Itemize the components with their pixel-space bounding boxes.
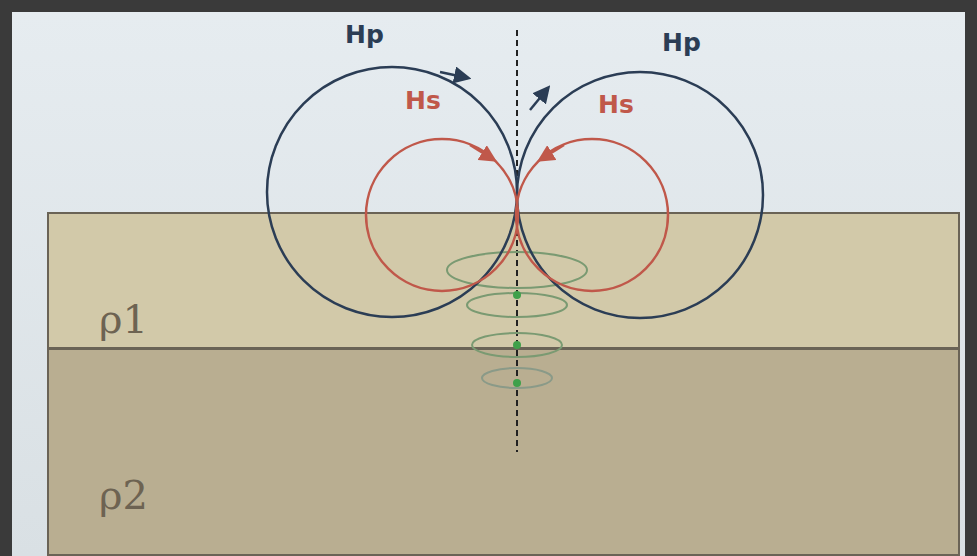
ground-layer: ρ2 — [47, 348, 960, 556]
primary-field-loop — [517, 72, 763, 318]
primary-field-loop — [267, 67, 517, 317]
secondary-field-loop — [516, 139, 668, 291]
field-label: Hp — [345, 22, 384, 47]
eddy-dot — [513, 291, 521, 299]
eddy-dot — [513, 379, 521, 387]
eddy-loop — [447, 252, 587, 288]
field-arrow — [530, 88, 548, 110]
resistivity-label: ρ1 — [99, 299, 148, 339]
field-arrow — [540, 145, 564, 160]
eddy-loop — [472, 333, 562, 357]
field-label: Hp — [662, 30, 701, 55]
secondary-field-loop — [366, 139, 518, 291]
field-arrow — [470, 145, 494, 160]
eddy-loop — [482, 368, 552, 388]
field-label: Hs — [598, 92, 634, 117]
eddy-dot — [513, 341, 521, 349]
ground-layer: ρ1 — [47, 212, 960, 349]
field-arrow — [440, 72, 468, 78]
resistivity-label: ρ2 — [99, 475, 148, 515]
field-label: Hs — [405, 88, 441, 113]
